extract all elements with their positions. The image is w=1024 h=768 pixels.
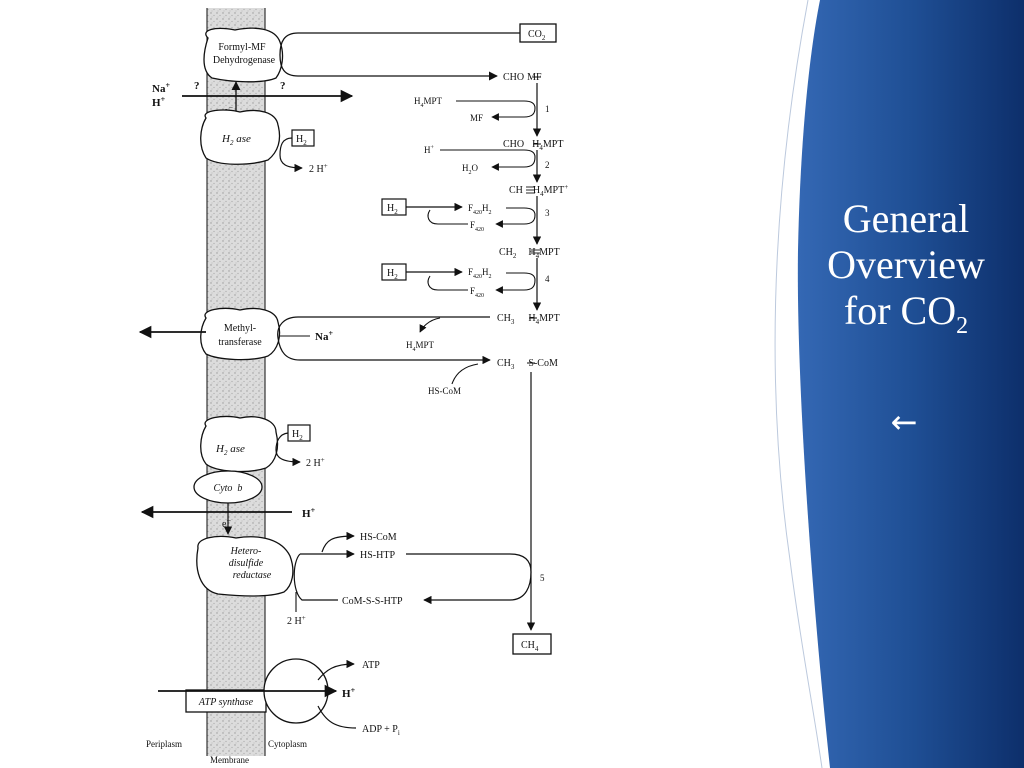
h2-lower-loop-arrow <box>275 432 301 467</box>
h-plus-input-arrow <box>440 149 536 158</box>
f420-b-label: F420 <box>470 286 484 299</box>
h2o-output-label: H2O <box>462 163 479 176</box>
h2-box-3-label: H2 <box>387 268 398 281</box>
formyl-mf-label-1: Formyl-MF <box>218 42 266 53</box>
f420h2-a-to-pathway <box>506 207 536 216</box>
hshtp-ch3scom-loop <box>406 553 532 605</box>
panel-edge-line <box>774 0 823 768</box>
slide-title-line-1: General <box>842 196 970 241</box>
ch3-h4mpt-label: CH3H4MPT <box>497 313 560 326</box>
h-plus-input: H+ <box>424 145 435 155</box>
h2ase-top-enzyme <box>200 109 281 165</box>
h2o-output-arrow <box>491 156 536 171</box>
question-mark-1: ? <box>194 80 200 92</box>
hetero-label-2: disulfide <box>229 558 264 569</box>
formyl-mf-dehydrogenase-enzyme <box>203 27 284 83</box>
slide-title-line-3-text: for CO <box>843 288 957 333</box>
h4mpt-input-arrow <box>456 100 536 109</box>
step-number-5: 5 <box>540 573 545 583</box>
comsshtp-label: CoM-S-S-HTP <box>342 596 403 607</box>
methyltransferase-enzyme <box>200 307 281 361</box>
hscom-input-arrow <box>451 363 479 385</box>
step-number-1: 1 <box>545 104 550 114</box>
mf-output-arrow <box>491 107 536 121</box>
adp-label: ADP + Pi <box>362 724 400 737</box>
heterodisulfide-reductase-enzyme <box>196 535 294 597</box>
two-h-lower: 2 H+ <box>306 456 325 469</box>
cyto-b-label: Cyto b <box>214 483 243 494</box>
membrane-label: Membrane <box>210 755 249 765</box>
methyltransferase-label-1: Methyl- <box>224 323 256 334</box>
step-number-2: 2 <box>545 160 550 170</box>
cytoplasm-label: Cytoplasm <box>268 739 307 749</box>
f420-b-return <box>495 279 536 294</box>
hscom-input-label: HS-CoM <box>428 386 461 396</box>
slide-title-line-3: for CO2 <box>808 288 1004 349</box>
mf-output-label: MF <box>470 113 483 123</box>
slide-title-line-2: Overview <box>827 242 985 287</box>
f420-recycle-loop-b <box>427 275 468 291</box>
question-mark-2: ? <box>280 80 286 92</box>
na-ion-top: Na+ <box>152 81 170 95</box>
ch3-h4mpt-to-methyltransferase <box>277 316 491 365</box>
ch4-box <box>512 633 552 655</box>
hscom-out-arrow <box>321 531 355 553</box>
f420h2-b-to-pathway <box>506 272 536 281</box>
f420-a-label: F420 <box>470 220 484 233</box>
step-number-3: 3 <box>545 208 550 218</box>
h-ion-top: H+ <box>152 95 166 109</box>
atp-label: ATP <box>362 660 380 671</box>
two-h-top: 2 H+ <box>309 162 328 175</box>
hscom-out-label: HS-CoM <box>360 532 397 543</box>
blue-panel <box>797 0 1024 768</box>
co2-label: CO2 <box>528 29 546 42</box>
periplasm-label: Periplasm <box>146 739 182 749</box>
h2-box-2-label: H2 <box>387 203 398 216</box>
h-ion-cyto: H+ <box>302 506 316 520</box>
h2-box-4-label: H2 <box>292 429 303 442</box>
formyl-mf-label-2: Dehydrogenase <box>213 55 276 66</box>
na-ion-methyl: Na+ <box>315 329 333 343</box>
h4mpt-output-label: H4MPT <box>406 340 435 353</box>
atp-synthase-label: ATP synthase <box>198 697 254 708</box>
f420h2-b-label: F420H2 <box>468 267 492 280</box>
hshtp-out-label: HS-HTP <box>360 550 395 561</box>
step-number-4: 4 <box>545 274 550 284</box>
h-ion-atp: H+ <box>342 686 356 700</box>
f420-recycle-loop-a <box>427 209 468 225</box>
electron-label-lower: e− <box>222 516 231 530</box>
f420-a-return <box>495 214 536 228</box>
ch4-label: CH4 <box>521 640 539 653</box>
h2-top-loop-arrow <box>279 137 303 173</box>
slide-title: General Overview for CO2 <box>808 196 1004 349</box>
slide-title-subscript: 2 <box>956 313 969 339</box>
hetero-loop-left <box>293 553 338 601</box>
hetero-label-3: reductase <box>233 570 272 581</box>
co2-to-enzyme-arrow <box>279 32 520 81</box>
h2ase-lower-label: H2 ase <box>215 443 245 457</box>
hetero-label-1: Hetero- <box>230 546 262 557</box>
two-h-hetero: 2 H+ <box>287 614 306 627</box>
adp-input-arrow <box>317 705 357 729</box>
atp-output-arrow <box>317 659 355 681</box>
methyltransferase-label-2: transferase <box>218 337 262 348</box>
h2ase-top-label: H2 ase <box>221 133 251 147</box>
h4mpt-release-arrow <box>419 317 441 333</box>
h2-box-1-label: H2 <box>296 134 307 147</box>
f420h2-a-label: F420H2 <box>468 203 492 216</box>
left-arrow-icon[interactable]: ← <box>890 403 918 441</box>
h4mpt-input: H4MPT <box>414 96 443 109</box>
